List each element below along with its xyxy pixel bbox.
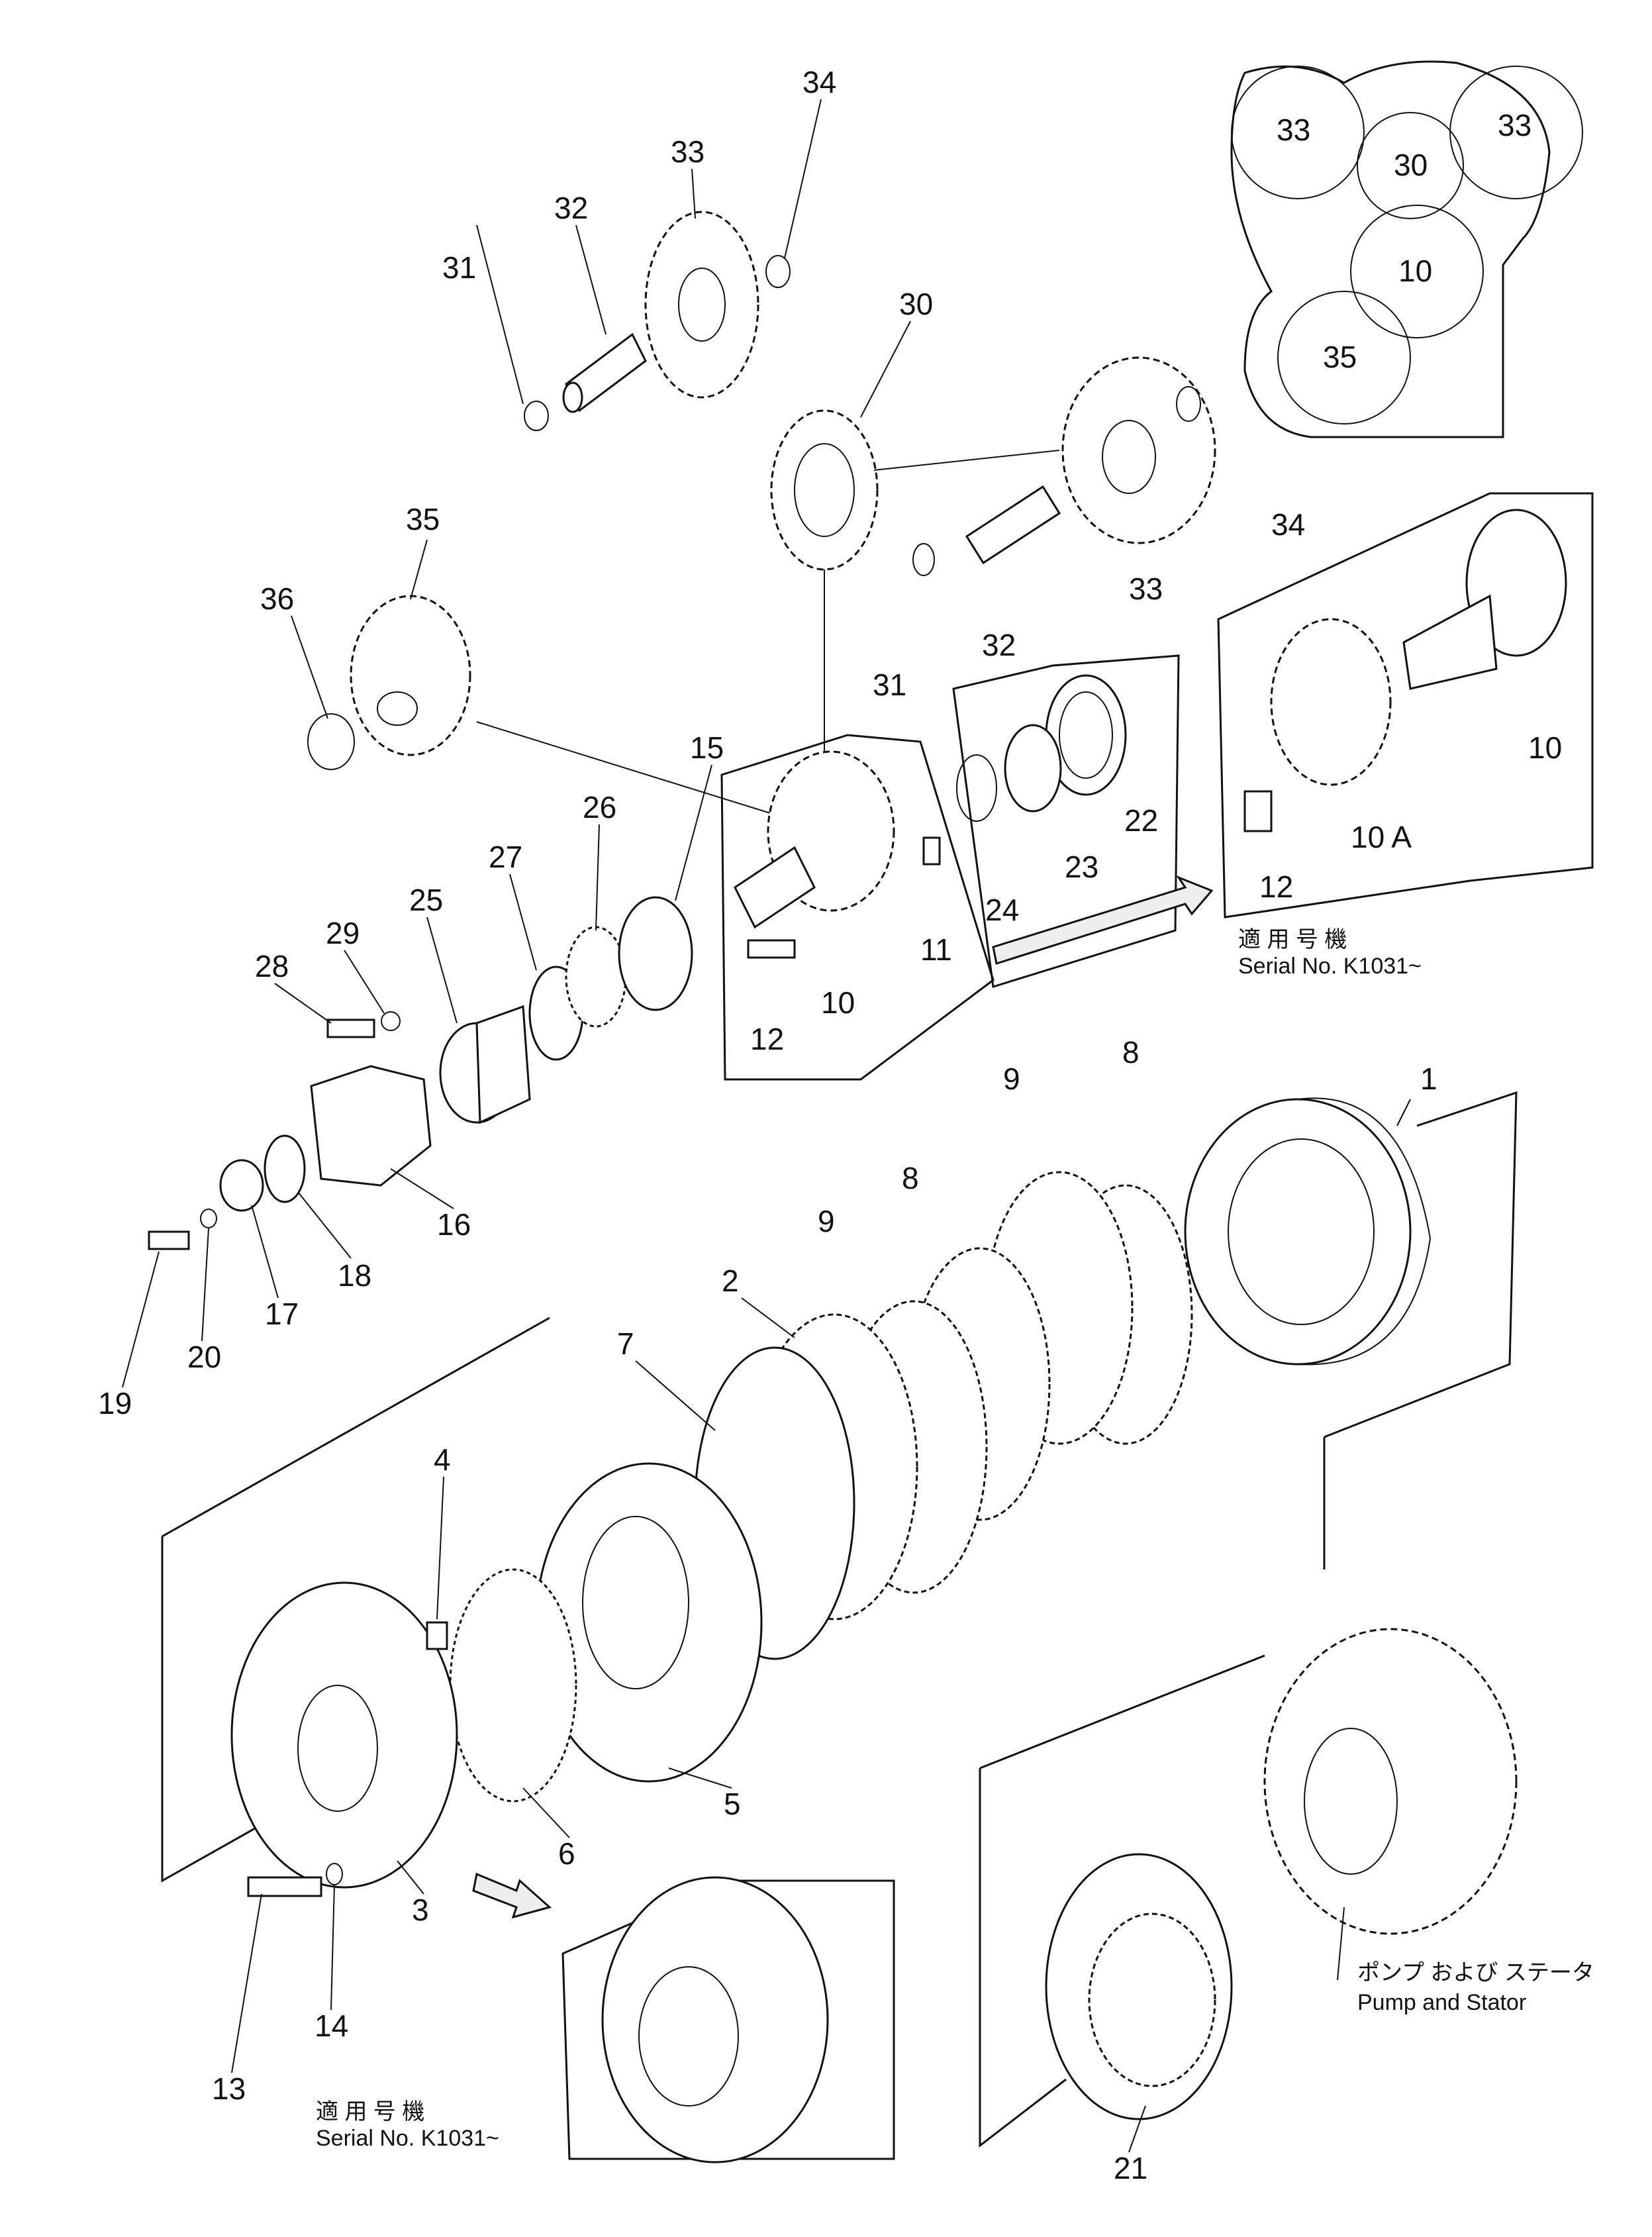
seal-6 <box>449 1568 577 1803</box>
schematic-label-30: 30 <box>1394 148 1428 182</box>
gear-33-right <box>1061 356 1216 544</box>
snap-ring-36 <box>307 713 355 770</box>
label-30: 30 <box>899 287 933 321</box>
bolt-13 <box>247 1876 322 1897</box>
pump-stator-en: Pump and Stator <box>1357 1990 1526 2015</box>
schematic-label-35: 35 <box>1323 340 1357 374</box>
label-13: 13 <box>212 2071 246 2106</box>
gear-10-box <box>720 734 995 1081</box>
bolt-19 <box>148 1230 190 1250</box>
label-17: 17 <box>265 1297 299 1331</box>
label-14: 14 <box>315 2009 348 2043</box>
serial-inset-bottom <box>561 1876 895 2163</box>
arrow-to-inset-top <box>992 875 1214 965</box>
shaft-32-right <box>965 485 1061 565</box>
label-21: 21 <box>1114 2151 1147 2185</box>
label-3: 3 <box>412 1893 429 1927</box>
snap-ring-31-right <box>912 543 935 576</box>
label-10A: 10 A <box>1351 820 1412 854</box>
bearing-box <box>952 654 1180 988</box>
label-8-right: 8 <box>1122 1035 1140 1069</box>
label-7: 7 <box>617 1326 634 1361</box>
note-top-serial: Serial No. K1031~ <box>1238 954 1422 979</box>
shaft-32-upper <box>562 332 647 413</box>
label-15: 15 <box>690 730 724 765</box>
label-5: 5 <box>724 1787 741 1821</box>
schematic-label-33-left: 33 <box>1277 113 1310 147</box>
label-6: 6 <box>558 1836 575 1871</box>
gear-layout-schematic: 33 30 33 10 35 <box>1230 60 1583 438</box>
serial-note-top: 適 用 号 機 Serial No. K1031~ <box>1238 927 1422 979</box>
gear-33-upper <box>644 211 759 399</box>
washer-29 <box>381 1011 401 1031</box>
label-19: 19 <box>98 1386 132 1420</box>
label-34-upper: 34 <box>802 65 836 99</box>
label-32-right: 32 <box>982 628 1016 662</box>
snap-ring-31-upper <box>524 401 549 431</box>
label-16: 16 <box>437 1207 471 1242</box>
label-33-upper: 33 <box>671 134 705 169</box>
schematic-label-10: 10 <box>1398 254 1432 288</box>
schematic-label-33-right: 33 <box>1498 108 1531 142</box>
label-10-inset: 10 <box>1528 730 1562 765</box>
bearing-26 <box>565 926 627 1028</box>
label-25: 25 <box>409 883 443 917</box>
label-18: 18 <box>338 1258 371 1293</box>
pump-stator-jp: ポンプ および ステータ <box>1357 1960 1594 1985</box>
label-24: 24 <box>985 893 1019 927</box>
serial-note-bottom: 適 用 号 機 Serial No. K1031~ <box>316 2099 499 2151</box>
label-33-right: 33 <box>1129 572 1163 606</box>
retainer-25 <box>439 1005 531 1124</box>
label-36: 36 <box>260 581 294 616</box>
label-31-right: 31 <box>873 668 906 702</box>
label-31-upper: 31 <box>442 250 476 285</box>
label-4: 4 <box>434 1442 451 1477</box>
label-12: 12 <box>750 1022 784 1056</box>
label-32-upper: 32 <box>554 191 588 225</box>
washer-20 <box>200 1209 217 1228</box>
label-11: 11 <box>920 932 952 967</box>
label-28: 28 <box>255 949 289 983</box>
arrow-to-inset-bottom <box>472 1872 552 1919</box>
serial-inset-top <box>992 492 1594 965</box>
note-top-jp: 適 用 号 機 <box>1238 927 1347 952</box>
callout-labels: 1 2 3 4 5 6 7 8 8 9 9 10 10 10 10 11 12 … <box>98 65 1562 2185</box>
plug-4 <box>426 1621 448 1650</box>
cover-17 <box>219 1159 264 1212</box>
label-35: 35 <box>406 502 440 536</box>
clutch-housing-1 <box>1184 1091 1518 1438</box>
label-29: 29 <box>326 916 360 950</box>
clutch-drum-3 <box>161 1317 1326 1889</box>
pump-stator-note: ポンプ および ステータ Pump and Stator <box>1337 1907 1594 2015</box>
label-26: 26 <box>583 790 616 824</box>
yoke-16 <box>310 1065 432 1187</box>
label-27: 27 <box>489 840 522 874</box>
bolt-28 <box>326 1019 375 1038</box>
label-9-left: 9 <box>818 1204 835 1238</box>
note-bottom-jp: 適 用 号 機 <box>316 2099 424 2124</box>
label-1: 1 <box>1420 1062 1437 1096</box>
label-10: 10 <box>821 985 855 1020</box>
o-ring-18 <box>264 1134 306 1203</box>
leader-lines <box>122 99 1411 2153</box>
label-12-inset: 12 <box>1259 870 1293 904</box>
label-8-left: 8 <box>902 1161 919 1195</box>
gear-35 <box>350 595 471 756</box>
label-9-right: 9 <box>1003 1062 1020 1096</box>
label-34-right: 34 <box>1271 507 1305 542</box>
label-23: 23 <box>1065 850 1098 884</box>
bearing-15 <box>618 896 693 1011</box>
note-bottom-serial: Serial No. K1031~ <box>316 2126 499 2151</box>
pump-stator-group <box>979 1628 1518 2148</box>
label-2: 2 <box>722 1264 739 1298</box>
label-20: 20 <box>187 1340 221 1374</box>
snap-ring-34-upper <box>765 255 791 288</box>
snap-ring-34-right <box>1176 386 1201 422</box>
label-22: 22 <box>1124 803 1158 838</box>
gear-30 <box>770 409 879 571</box>
